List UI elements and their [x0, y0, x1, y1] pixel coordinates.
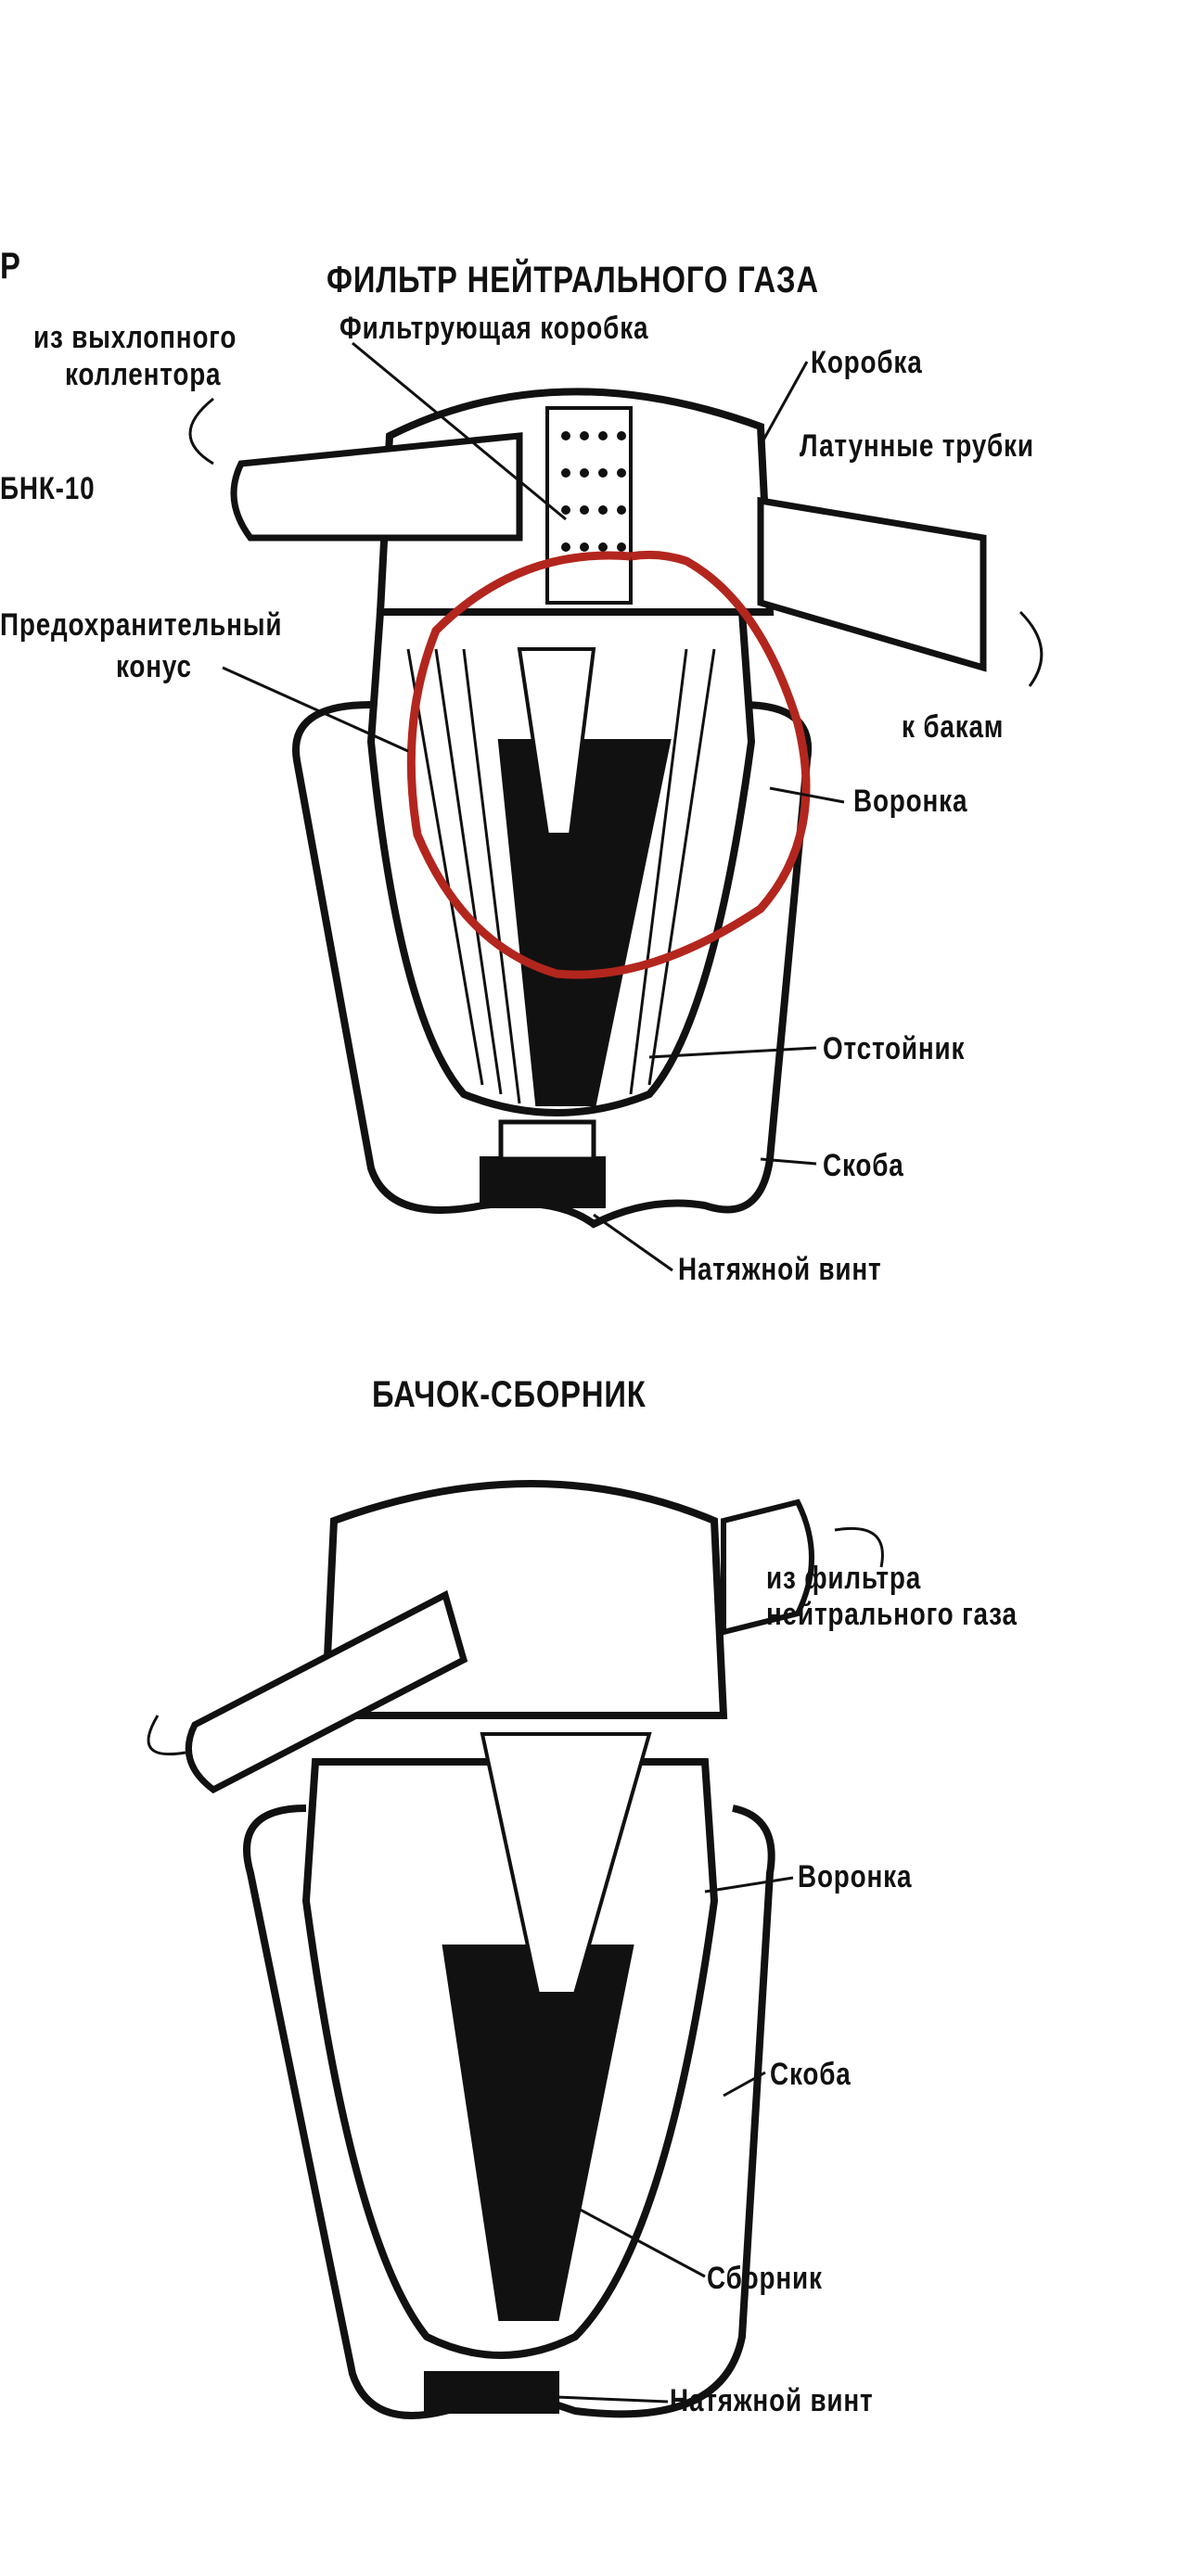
label-from-exhaust-line1: из выхлопного — [33, 320, 237, 355]
label-from-filter-line1: из фильтра — [766, 1561, 922, 1596]
collector-tank-drawing — [185, 1480, 814, 2419]
label-filter-box: Фильтрующая коробка — [339, 311, 649, 346]
label-collector: Сборник — [707, 2261, 823, 2296]
leader-lines-2 — [147, 1526, 884, 2404]
collector-title: БАЧОК-СБОРНИК — [372, 1374, 647, 1415]
label-bnk: БНК-10 — [0, 471, 96, 506]
tension-screw — [480, 1156, 606, 1208]
leader-lines-1 — [188, 341, 1044, 1272]
filter-mesh — [545, 406, 633, 605]
label-tension-screw: Натяжной винт — [678, 1252, 882, 1287]
label-safety-cone-line1: Предохранительный — [0, 607, 283, 643]
label-sump: Отстойник — [823, 1031, 966, 1066]
label-funnel: Воронка — [853, 784, 968, 819]
inlet-pipe — [230, 432, 523, 542]
label-box: Коробка — [811, 345, 923, 380]
label-bracket: Скоба — [823, 1148, 904, 1183]
label-safety-cone-line2: конус — [116, 649, 192, 684]
inlet-pipe-2 — [721, 1498, 814, 1636]
bracket-loop-2 — [243, 1804, 775, 2419]
label-from-exhaust-line2: коллентора — [65, 357, 222, 392]
cut-off-letter: Р — [0, 246, 21, 287]
bracket-loop — [292, 701, 813, 1229]
label-brass-tubes: Латунные трубки — [800, 428, 1034, 464]
label-tension-screw-2: Натяжной винт — [670, 2383, 874, 2418]
red-annotation-circle — [406, 550, 811, 979]
funnel-2 — [480, 1732, 652, 1996]
safety-cone — [517, 647, 596, 836]
outlet-pipe — [757, 496, 987, 672]
sump-dark — [497, 739, 672, 1106]
label-bracket-2: Скоба — [770, 2057, 852, 2092]
label-funnel-2: Воронка — [798, 1859, 913, 1894]
neutral-gas-filter-drawing — [230, 388, 987, 1229]
outlet-pipe-2 — [185, 1589, 468, 1794]
filter-title: ФИЛЬТР НЕЙТРАЛЬНОГО ГАЗА — [327, 260, 819, 300]
label-from-filter-line2: нейтрального газа — [766, 1597, 1018, 1632]
label-to-tanks: к бакам — [902, 709, 1005, 745]
